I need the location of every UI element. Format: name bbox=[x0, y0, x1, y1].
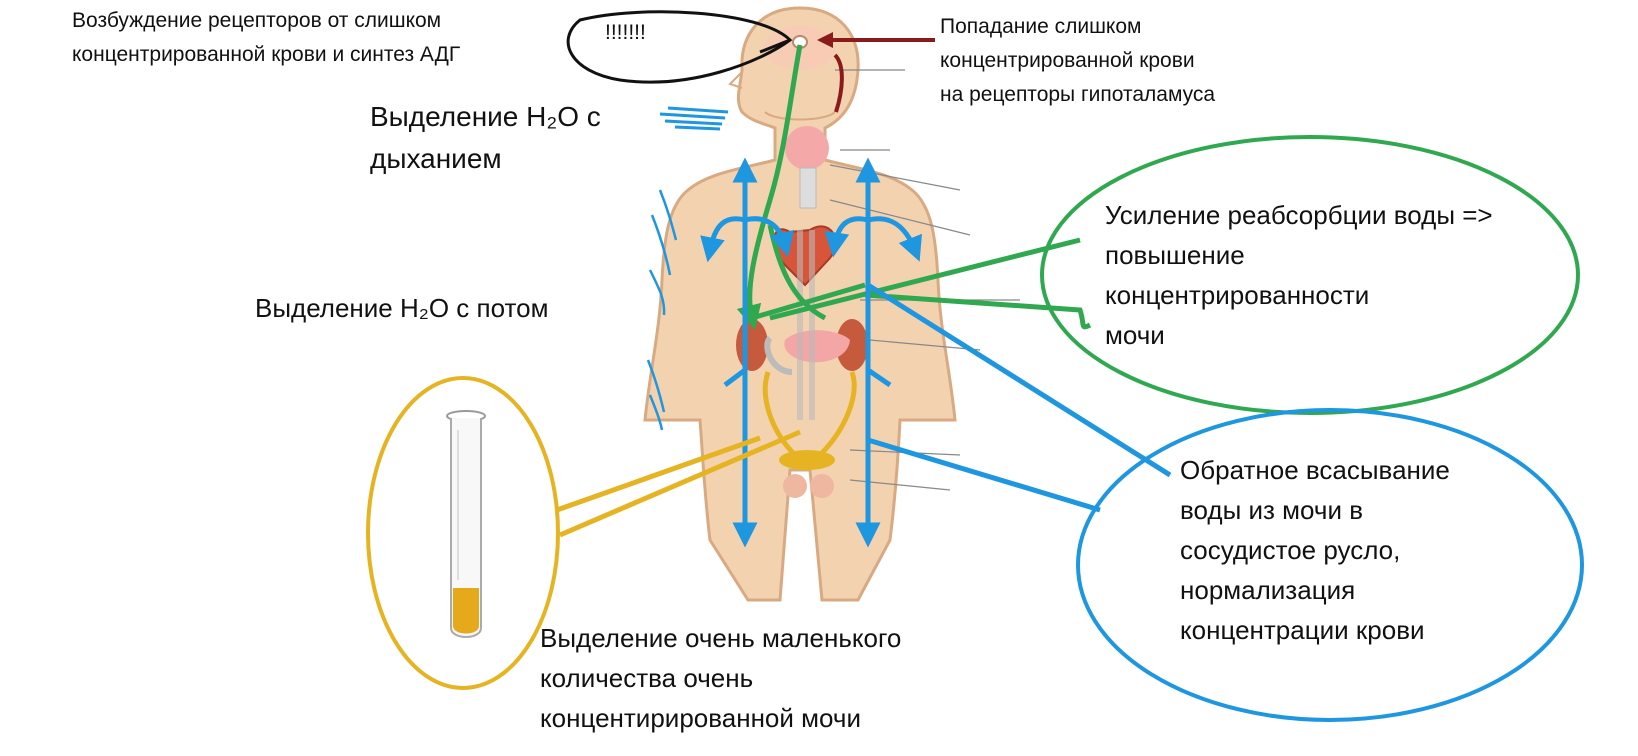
sweat-strokes bbox=[646, 189, 678, 431]
vessels bbox=[797, 230, 815, 420]
yellow-urine-path bbox=[556, 371, 857, 538]
exclamation-label: !!!!!!! bbox=[605, 21, 646, 44]
green-callout bbox=[1040, 135, 1580, 415]
sweat-water-label: Выделение H₂O с потом bbox=[255, 293, 549, 323]
reabsorption-label: Усиление реабсорбции воды => повышение к… bbox=[1105, 200, 1493, 350]
test-tube-icon bbox=[446, 410, 486, 638]
breath-strokes bbox=[659, 106, 729, 131]
blood-arrival-label: Попадание слишком концентрированной кров… bbox=[940, 15, 1216, 106]
blue-circulation bbox=[700, 157, 1172, 548]
left-kidney bbox=[736, 319, 768, 371]
small-urine-label: Выделение очень маленького количества оч… bbox=[540, 623, 902, 733]
breath-water-label: Выделение H₂O с дыханием bbox=[370, 101, 601, 174]
blue-callout bbox=[1076, 408, 1584, 722]
trachea bbox=[799, 167, 817, 209]
blood-arrival-arrow bbox=[817, 32, 935, 113]
receptor-excitation-label: Возбуждение рецепторов от слишком концен… bbox=[72, 9, 461, 66]
gonad-right bbox=[810, 474, 834, 498]
green-adh-path bbox=[736, 44, 1092, 331]
back-absorption-label: Обратное всасывание воды из мочи в сосуд… bbox=[1180, 455, 1450, 645]
bladder bbox=[779, 450, 835, 470]
speech-bubble bbox=[566, 10, 793, 84]
yellow-callout bbox=[366, 376, 560, 690]
adrenal bbox=[764, 335, 793, 375]
gonad-left bbox=[783, 474, 807, 498]
right-kidney bbox=[836, 319, 868, 371]
thyroid bbox=[785, 126, 829, 170]
